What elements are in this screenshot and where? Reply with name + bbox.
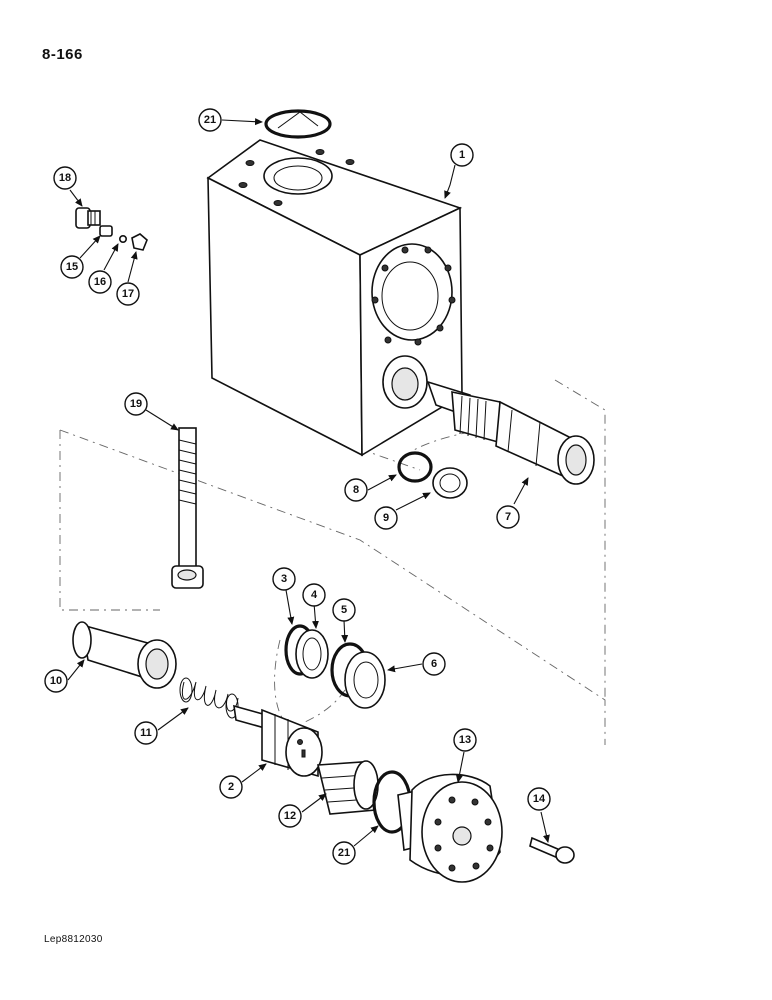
svg-text:5: 5 bbox=[341, 604, 347, 616]
svg-text:19: 19 bbox=[130, 398, 142, 410]
part-1-valve-body bbox=[206, 139, 463, 457]
svg-text:4: 4 bbox=[311, 589, 318, 601]
callout-19: 19 bbox=[124, 392, 148, 416]
part-16-ball bbox=[119, 235, 128, 244]
svg-text:2: 2 bbox=[228, 781, 234, 793]
svg-text:21: 21 bbox=[204, 114, 216, 126]
svg-text:13: 13 bbox=[459, 734, 471, 746]
callout-18: 18 bbox=[53, 166, 77, 190]
svg-text:15: 15 bbox=[66, 261, 78, 273]
svg-text:17: 17 bbox=[122, 288, 134, 300]
part-15-seat bbox=[99, 225, 113, 237]
part-2-spool bbox=[233, 704, 323, 778]
callout-13: 13 bbox=[453, 728, 477, 752]
part-8-o-ring bbox=[397, 451, 433, 483]
callout-16: 16 bbox=[88, 270, 112, 294]
svg-text:21: 21 bbox=[338, 847, 350, 859]
svg-text:11: 11 bbox=[140, 727, 152, 739]
svg-text:16: 16 bbox=[94, 276, 106, 288]
part-12-piston bbox=[316, 760, 379, 815]
callout-5: 5 bbox=[332, 598, 356, 622]
callout-12: 12 bbox=[278, 804, 302, 828]
svg-text:7: 7 bbox=[505, 511, 511, 523]
svg-text:1: 1 bbox=[459, 149, 465, 161]
callout-9: 9 bbox=[374, 506, 398, 530]
part-17-spring bbox=[131, 233, 148, 251]
svg-text:9: 9 bbox=[383, 512, 389, 524]
part-4-backup-ring bbox=[295, 629, 329, 679]
callout-17: 17 bbox=[116, 282, 140, 306]
callout-1: 1 bbox=[450, 143, 474, 167]
part-7-cartridge bbox=[426, 380, 595, 485]
callout-3: 3 bbox=[272, 567, 296, 591]
callout-20: 21 bbox=[198, 108, 222, 132]
part-14-screw bbox=[529, 836, 575, 864]
callout-10: 10 bbox=[44, 669, 68, 693]
part-18-plug bbox=[75, 207, 101, 229]
callout-2: 2 bbox=[219, 775, 243, 799]
part-6-backup-ring bbox=[344, 651, 386, 709]
part-13-end-cap bbox=[397, 773, 503, 883]
callout-15: 15 bbox=[60, 255, 84, 279]
svg-text:18: 18 bbox=[59, 172, 71, 184]
leader-lines bbox=[67, 118, 550, 847]
svg-text:6: 6 bbox=[431, 658, 437, 670]
part-9-backup-ring bbox=[432, 467, 468, 499]
part-11-spring bbox=[179, 677, 239, 719]
callout-21: 21 bbox=[332, 841, 356, 865]
callout-4: 4 bbox=[302, 583, 326, 607]
svg-text:12: 12 bbox=[284, 810, 296, 822]
callout-8: 8 bbox=[344, 478, 368, 502]
callout-7: 7 bbox=[496, 505, 520, 529]
part-19-bolt bbox=[171, 427, 204, 589]
part-20-o-ring bbox=[264, 109, 332, 139]
callout-14: 14 bbox=[527, 787, 551, 811]
svg-text:10: 10 bbox=[50, 675, 62, 687]
svg-text:14: 14 bbox=[533, 793, 546, 805]
svg-text:3: 3 bbox=[281, 573, 287, 585]
svg-text:8: 8 bbox=[353, 484, 359, 496]
page-number: 8-166 bbox=[42, 46, 83, 63]
footer-code: Lep8812030 bbox=[44, 934, 103, 945]
callout-11: 11 bbox=[134, 721, 158, 745]
part-10-sleeve bbox=[72, 621, 177, 689]
callout-6: 6 bbox=[422, 652, 446, 676]
